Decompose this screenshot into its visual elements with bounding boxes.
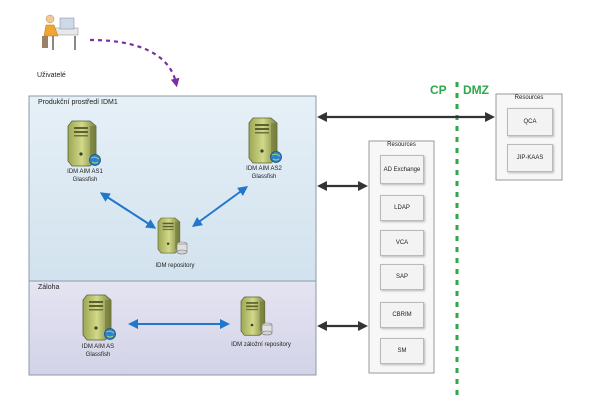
resource-vca: VCA xyxy=(380,230,424,256)
zone-label-dmz: DMZ xyxy=(463,83,489,97)
server-as1-name: IDM AIM AS1 xyxy=(67,169,103,175)
arrow-as1-repository xyxy=(99,192,157,229)
server-as1-icon xyxy=(67,120,101,167)
backup-repository-label: IDM záložní repository xyxy=(231,342,291,348)
repository-label: IDM repository xyxy=(155,263,195,269)
server-as2-platform: Glassfish xyxy=(251,174,277,180)
production-panel-title: Produkční prostředí IDM1 xyxy=(38,99,118,106)
backup-repository-icon xyxy=(240,296,273,336)
resource-cbrim: CBRIM xyxy=(380,302,424,328)
server-as2-name: IDM AIM AS2 xyxy=(246,166,282,172)
backup-server-platform: Glassfish xyxy=(85,352,111,358)
resources-dmz-title: Resources xyxy=(514,95,544,101)
backup-panel-title: Záloha xyxy=(38,284,60,291)
backup-panel xyxy=(28,280,317,376)
resource-sm: SM xyxy=(380,338,424,364)
arrow-as2-repository xyxy=(191,186,249,227)
resource-jip-kaas: JIP-KAAS xyxy=(507,144,553,172)
user-access-arrow xyxy=(89,38,180,88)
resource-qca: QCA xyxy=(507,108,553,136)
backup-server-label: IDM AIM AS Glassfish xyxy=(68,343,128,359)
user-icon xyxy=(42,14,79,50)
zone-label-cp: CP xyxy=(430,83,447,97)
server-as1-label: IDM AIM AS1 Glassfish xyxy=(55,168,115,184)
resource-sap: SAP xyxy=(380,264,424,290)
server-as2-icon xyxy=(248,117,282,164)
resource-ad-exchange: AD Exchange xyxy=(380,155,424,184)
user-label: Uživatelé xyxy=(37,72,66,79)
resource-ldap: LDAP xyxy=(380,195,424,221)
backup-server-name: IDM AIM AS xyxy=(81,344,115,350)
server-as1-platform: Glassfish xyxy=(72,177,98,183)
backup-server-icon xyxy=(82,294,116,341)
resources-internal-title: Resources xyxy=(387,142,416,148)
server-as2-label: IDM AIM AS2 Glassfish xyxy=(234,165,294,181)
repository-icon xyxy=(157,217,188,255)
